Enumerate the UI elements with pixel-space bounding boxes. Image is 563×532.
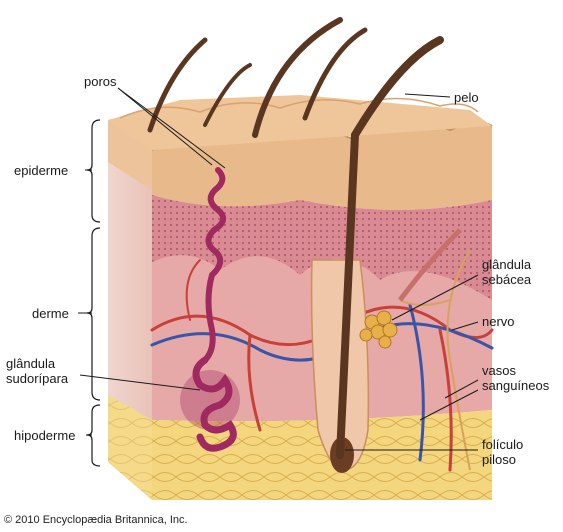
label-derme: derme xyxy=(32,306,69,321)
label-glandula-sudoripara: glândula sudorípara xyxy=(6,356,68,386)
copyright-notice: © 2010 Encyclopædia Britannica, Inc. xyxy=(4,514,188,526)
label-foliculo-line1: folículo xyxy=(482,437,523,452)
label-glandula-sebacea-line1: glândula xyxy=(482,257,531,272)
label-foliculo-piloso: folículo piloso xyxy=(482,437,523,467)
block-side-face xyxy=(108,120,152,500)
label-foliculo-line2: piloso xyxy=(482,452,523,467)
label-hipoderme: hipoderme xyxy=(14,428,75,443)
label-glandula-sudoripara-line1: glândula xyxy=(6,356,68,371)
label-vasos-line1: vasos xyxy=(482,363,549,378)
label-nervo: nervo xyxy=(482,314,515,329)
label-glandula-sebacea: glândula sebácea xyxy=(482,257,531,287)
label-pelo: pelo xyxy=(454,90,479,105)
label-vasos-sanguineos: vasos sanguíneos xyxy=(482,363,549,393)
label-glandula-sudoripara-line2: sudorípara xyxy=(6,371,68,386)
sweat-gland-coil xyxy=(180,370,240,430)
label-glandula-sebacea-line2: sebácea xyxy=(482,272,531,287)
layer-brackets xyxy=(87,120,100,466)
label-vasos-line2: sanguíneos xyxy=(482,378,549,393)
label-poros: poros xyxy=(84,74,117,89)
label-epiderme: epiderme xyxy=(14,163,68,178)
